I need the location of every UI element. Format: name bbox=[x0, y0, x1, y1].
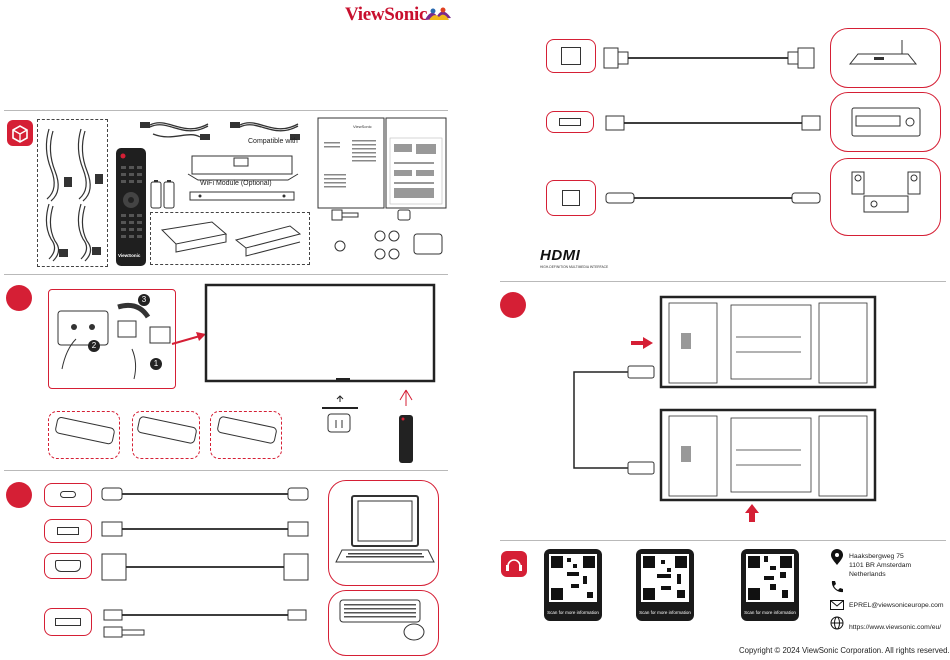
remote-small-illustration bbox=[399, 415, 413, 463]
remote-control-illustration bbox=[116, 148, 146, 266]
hdmi-logo-tagline: HIGH-DEFINITION MULTIMEDIA INTERFACE bbox=[540, 265, 609, 269]
daisy-out-arrow-icon bbox=[745, 504, 759, 522]
website-link[interactable]: https://www.viewsonic.com/eu/ bbox=[849, 624, 942, 631]
support-headset-icon bbox=[501, 551, 527, 577]
step-marker-daisy-chain bbox=[500, 292, 526, 318]
power-cords-illustration bbox=[45, 128, 103, 262]
wall-mount-group bbox=[150, 212, 310, 265]
brand-logo-text: ViewSonic bbox=[345, 4, 428, 25]
package-box-icon bbox=[7, 120, 33, 146]
step-marker-power bbox=[6, 285, 32, 311]
av-cables-illustration bbox=[603, 47, 821, 204]
divider-package bbox=[4, 110, 448, 111]
hdmi-out-port-icon bbox=[546, 111, 594, 133]
rj45-port-icon bbox=[546, 39, 596, 73]
quick-start-guide-illustration bbox=[385, 117, 447, 209]
hdmi-logo-mark: HDMI bbox=[540, 247, 581, 264]
hdmi-cable-illustration bbox=[140, 122, 210, 140]
bracket-illustration bbox=[189, 191, 295, 201]
phone-icon bbox=[831, 581, 843, 593]
power-step-3-badge: 3 bbox=[138, 294, 150, 306]
spdif-port-icon bbox=[546, 180, 596, 216]
screws-illustration bbox=[331, 209, 443, 260]
usb-cable-illustration bbox=[230, 122, 300, 140]
address-line-1: Haaksbergweg 75 bbox=[849, 553, 904, 560]
battery-step-1 bbox=[48, 411, 120, 459]
power-step-2-badge: 2 bbox=[88, 340, 100, 352]
power-plug-illustration bbox=[57, 302, 171, 380]
display-front-illustration bbox=[204, 283, 436, 383]
qr-code-1[interactable]: Scan for more information bbox=[544, 549, 602, 621]
daisy-in-arrow-icon bbox=[631, 337, 653, 349]
power-button-illustration bbox=[322, 395, 358, 433]
usbc-port-icon bbox=[44, 483, 92, 507]
keyboard-mouse-illustration bbox=[339, 599, 425, 641]
router-illustration bbox=[848, 40, 918, 65]
power-step-1-badge: 1 bbox=[150, 358, 162, 370]
wifi-module-illustration bbox=[187, 155, 299, 181]
battery-step-3 bbox=[210, 411, 282, 459]
ir-receiver-signal-icon bbox=[399, 389, 413, 406]
vga-port-icon bbox=[44, 553, 92, 579]
user-guide-illustration: ViewSonic bbox=[317, 117, 385, 209]
qr-code-3[interactable]: Scan for more information bbox=[741, 549, 799, 621]
remote-brand-label: ViewSonic bbox=[118, 253, 141, 258]
laptop-illustration bbox=[335, 495, 435, 563]
email-icon bbox=[830, 600, 844, 610]
battery-step-2 bbox=[132, 411, 200, 459]
email-link[interactable]: EPREL@viewsoniceurope.com bbox=[849, 602, 944, 609]
svg-text:ViewSonic: ViewSonic bbox=[353, 124, 372, 129]
speakers-illustration bbox=[851, 171, 921, 213]
address-line-2: 1101 BR Amsterdam bbox=[849, 562, 912, 569]
qr-code-2[interactable]: Scan for more information bbox=[636, 549, 694, 621]
brand-birds-icon bbox=[425, 7, 451, 20]
qr-caption-3: Scan for more information bbox=[744, 610, 796, 615]
divider-daisy bbox=[500, 281, 946, 282]
usb-a-port-icon bbox=[44, 608, 92, 636]
daisy-chain-cable bbox=[573, 365, 655, 475]
battery-install-illustration bbox=[55, 416, 277, 445]
wifi-module-label: WiFi Module (Optional) bbox=[200, 180, 272, 187]
divider-support bbox=[500, 540, 946, 541]
divider-power bbox=[4, 274, 448, 275]
location-pin-icon bbox=[831, 549, 843, 565]
qr-caption-1: Scan for more information bbox=[547, 610, 599, 615]
qr-caption-2: Scan for more information bbox=[639, 610, 691, 615]
batteries-illustration bbox=[150, 180, 175, 209]
divider-connect bbox=[4, 470, 448, 471]
hdmi-port-icon bbox=[44, 519, 92, 543]
copyright-notice: Copyright © 2024 ViewSonic Corporation. … bbox=[739, 646, 950, 655]
address-line-3: Netherlands bbox=[849, 571, 886, 578]
power-cords-group bbox=[37, 119, 108, 267]
step-marker-connect bbox=[6, 482, 32, 508]
compatible-with-label: Compatible with bbox=[248, 138, 298, 145]
power-plug-arrow bbox=[171, 332, 206, 345]
av-receiver-illustration bbox=[851, 107, 921, 137]
globe-icon bbox=[830, 616, 844, 630]
display-rear-bottom-illustration bbox=[659, 408, 877, 502]
pc-cables-illustration bbox=[101, 487, 309, 638]
display-rear-top-illustration bbox=[659, 295, 877, 389]
wall-mount-illustration bbox=[160, 221, 302, 257]
